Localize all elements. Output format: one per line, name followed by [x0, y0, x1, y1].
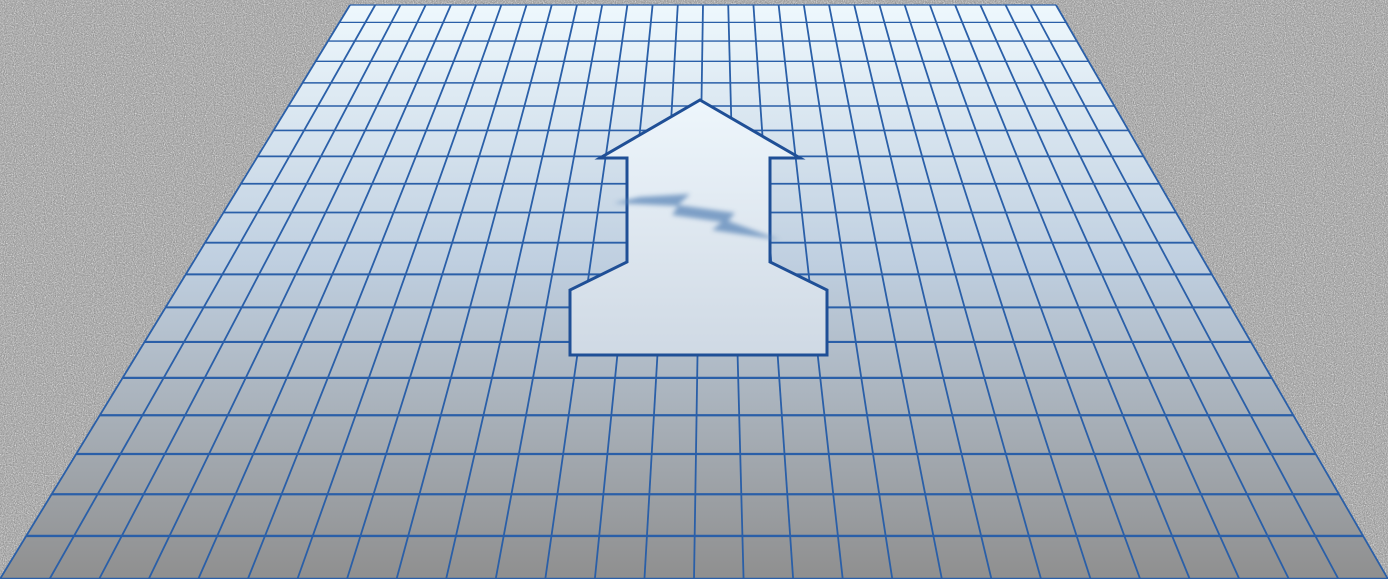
- scene-canvas: [0, 0, 1388, 579]
- perspective-grid-scene: [0, 0, 1388, 579]
